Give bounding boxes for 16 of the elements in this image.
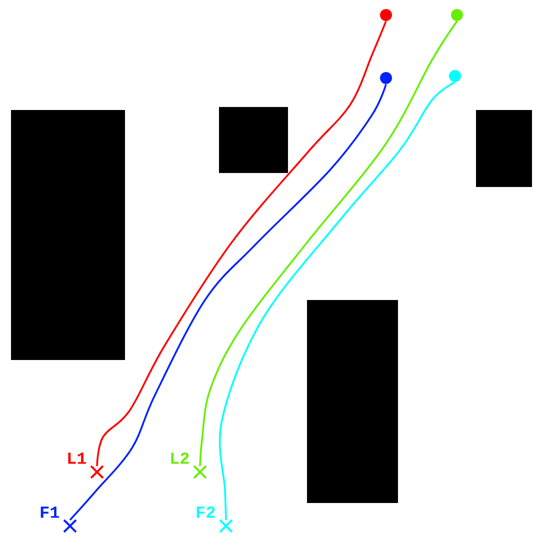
start-dot <box>451 9 463 21</box>
goal-cross <box>193 465 207 479</box>
start-dot <box>449 70 461 82</box>
trajectory-line <box>199 20 458 466</box>
trajectory-line <box>69 84 387 521</box>
goal-cross <box>219 519 233 533</box>
marker-label: L2 <box>171 452 189 464</box>
trajectory-line <box>218 81 456 520</box>
trajectory-line <box>96 20 387 466</box>
marker-label: F2 <box>196 506 215 518</box>
marker-label: L1 <box>68 452 86 464</box>
start-dot <box>380 72 392 84</box>
goal-cross <box>63 519 77 533</box>
start-dot <box>380 9 392 21</box>
goal-cross <box>90 465 104 479</box>
marker-label: F1 <box>40 506 60 518</box>
